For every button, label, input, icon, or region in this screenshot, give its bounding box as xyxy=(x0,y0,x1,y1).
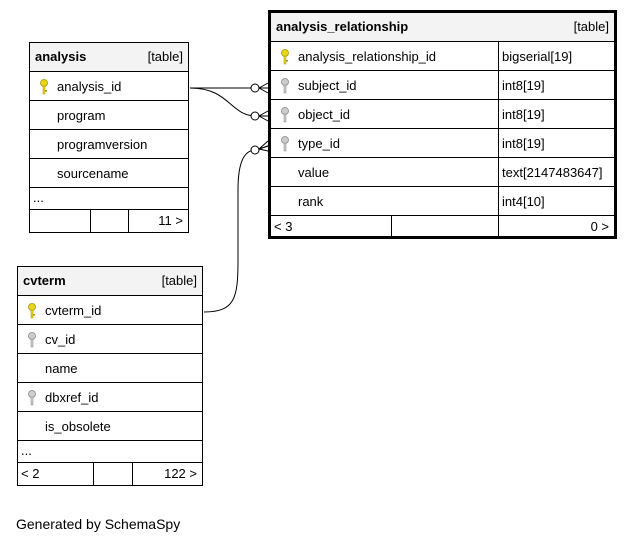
column-name: object_id xyxy=(298,107,351,122)
link-end-object xyxy=(250,111,260,121)
column-row[interactable]: analysis_relationship_id bigserial[19] xyxy=(271,42,614,71)
column-row[interactable]: type_id int8[19] xyxy=(271,129,614,158)
table-footer: 11 > xyxy=(30,210,188,232)
column-row[interactable]: sourcename xyxy=(30,159,188,188)
column-row[interactable]: subject_id int8[19] xyxy=(271,71,614,100)
column-type: text[2147483647] xyxy=(502,165,603,180)
table-name: analysis_relationship xyxy=(276,19,409,34)
primary-key-icon xyxy=(28,303,36,319)
table-header: analysis_relationship [table] xyxy=(271,13,614,42)
table-name: analysis xyxy=(35,49,87,64)
table-analysis-relationship[interactable]: analysis_relationship [table] analysis_r… xyxy=(268,10,617,239)
column-name: sourcename xyxy=(57,166,129,181)
table-header: analysis [table] xyxy=(30,43,188,72)
column-name: subject_id xyxy=(298,78,357,93)
column-row[interactable]: program xyxy=(30,101,188,130)
column-name: cvterm_id xyxy=(45,303,102,318)
column-row[interactable]: programversion xyxy=(30,130,188,159)
column-name: dbxref_id xyxy=(45,390,99,405)
column-name: programversion xyxy=(57,137,148,152)
column-row[interactable]: cv_id xyxy=(18,325,202,354)
column-name: cv_id xyxy=(45,332,76,347)
table-type: [table] xyxy=(161,273,197,288)
table-footer: < 2 122 > xyxy=(18,463,202,485)
column-row[interactable]: object_id int8[19] xyxy=(271,100,614,129)
column-row[interactable]: rank int4[10] xyxy=(271,187,614,216)
column-type: bigserial[19] xyxy=(502,49,573,64)
column-type: int4[10] xyxy=(502,194,545,209)
primary-key-icon xyxy=(281,49,289,65)
column-row[interactable]: name xyxy=(18,354,202,383)
generated-by-label: Generated by SchemaSpy xyxy=(16,516,181,532)
column-row[interactable]: dbxref_id xyxy=(18,383,202,412)
foreign-key-icon xyxy=(28,390,36,406)
table-header: cvterm [table] xyxy=(18,267,202,296)
column-type: int8[19] xyxy=(502,78,545,93)
table-type: [table] xyxy=(573,19,609,34)
column-name: value xyxy=(298,165,330,180)
link-end-subject xyxy=(250,83,260,93)
column-name: rank xyxy=(298,194,324,209)
parents-count[interactable]: < 2 xyxy=(21,466,40,481)
column-name: name xyxy=(45,361,78,376)
primary-key-icon xyxy=(40,79,48,95)
column-name: program xyxy=(57,108,106,123)
table-type: [table] xyxy=(147,49,183,64)
children-count[interactable]: 122 > xyxy=(164,466,197,481)
column-name: is_obsolete xyxy=(45,419,111,434)
children-count[interactable]: 0 > xyxy=(590,219,609,234)
children-count[interactable]: 11 > xyxy=(158,213,183,228)
foreign-key-icon xyxy=(28,332,36,348)
column-name: analysis_relationship_id xyxy=(298,49,437,64)
more-columns: ... xyxy=(30,188,188,210)
table-cvterm[interactable]: cvterm [table] cvterm_id cv_id name dbxr… xyxy=(17,266,203,486)
column-name: analysis_id xyxy=(57,79,122,94)
link-end-type xyxy=(250,145,260,155)
column-type: int8[19] xyxy=(502,107,545,122)
parents-count[interactable]: < 3 xyxy=(274,219,293,234)
foreign-key-icon xyxy=(281,107,289,123)
table-name: cvterm xyxy=(23,273,66,288)
table-footer: < 3 0 > xyxy=(271,216,614,236)
more-columns: ... xyxy=(18,441,202,463)
foreign-key-icon xyxy=(281,78,289,94)
column-row[interactable]: analysis_id xyxy=(30,72,188,101)
foreign-key-icon xyxy=(281,136,289,152)
column-name: type_id xyxy=(298,136,340,151)
table-analysis[interactable]: analysis [table] analysis_id program pro… xyxy=(29,42,189,233)
link-cvterm-type xyxy=(203,145,269,313)
column-type: int8[19] xyxy=(502,136,545,151)
column-row[interactable]: value text[2147483647] xyxy=(271,158,614,187)
column-row[interactable]: cvterm_id xyxy=(18,296,202,325)
column-row[interactable]: is_obsolete xyxy=(18,412,202,441)
